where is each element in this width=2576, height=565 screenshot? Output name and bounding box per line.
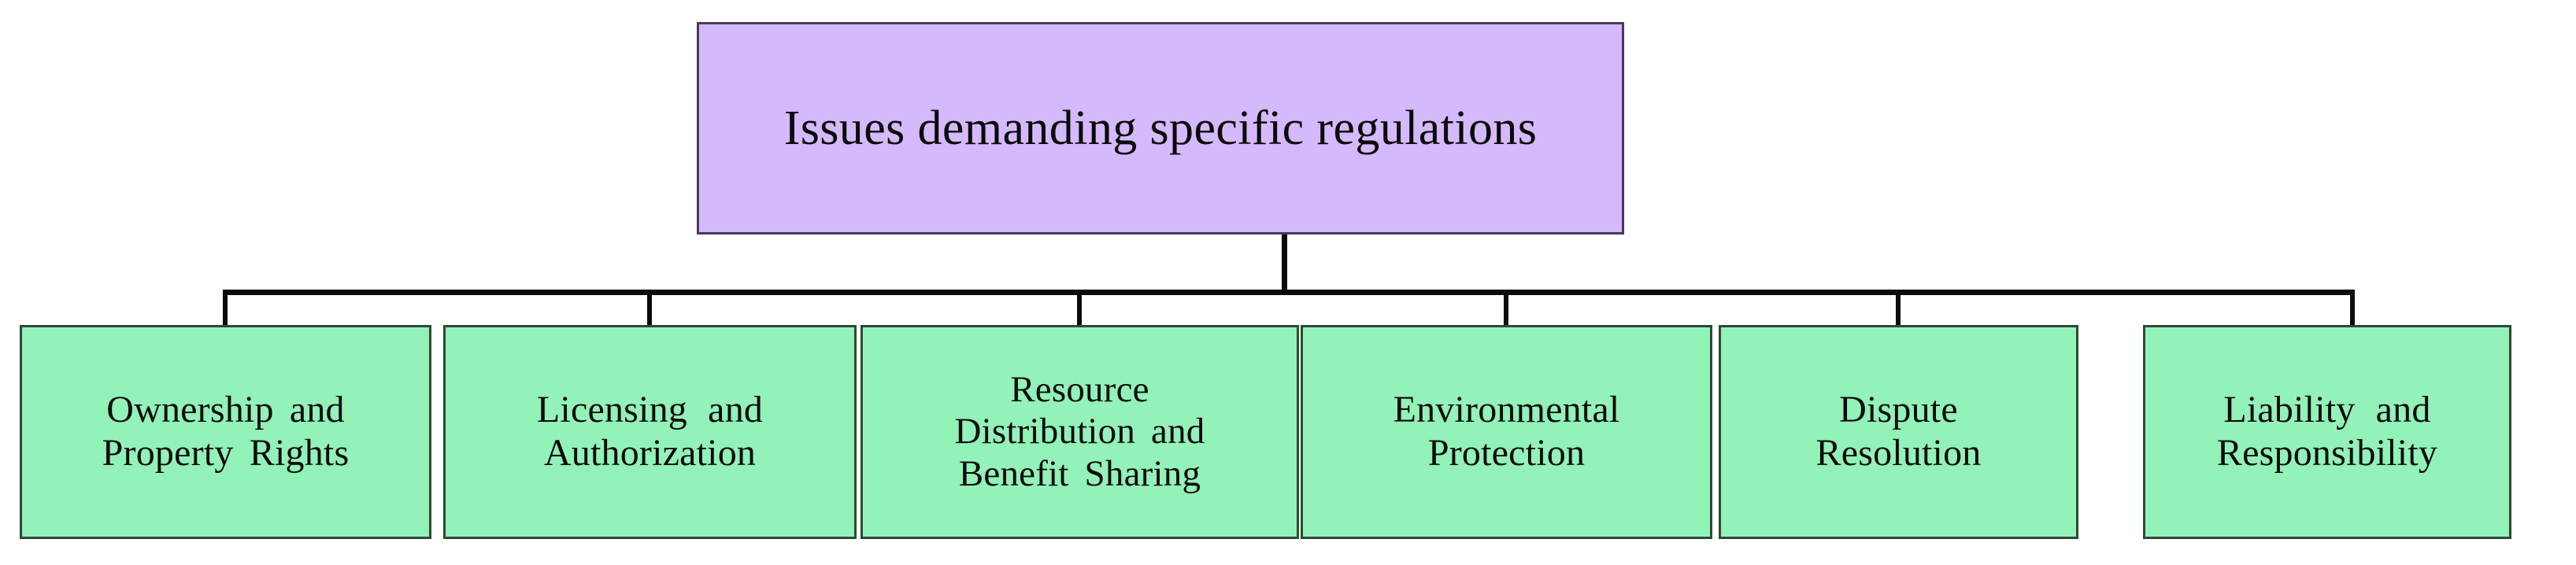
leaf-node-label: Liability and Responsibility [2216, 389, 2438, 474]
leaf-node-environmental-protection: Environmental Protection [1301, 325, 1712, 539]
leaf-node-liability-and-responsibility: Liability and Responsibility [2143, 325, 2511, 539]
leaf-node-label: Resource Distribution and Benefit Sharin… [954, 368, 1205, 494]
leaf-node-label: Dispute Resolution [1815, 389, 1982, 474]
leaf-node-resource-distribution-and-benefit-sharing: Resource Distribution and Benefit Sharin… [861, 325, 1299, 539]
connector-drop-resource-distribution-and-benefit-sharing [1077, 290, 1082, 327]
root-node-label: Issues demanding specific regulations [783, 101, 1538, 155]
connector-horizontal-bus [223, 290, 2355, 295]
connector-drop-environmental-protection [1504, 290, 1508, 327]
connector-drop-liability-and-responsibility [2350, 290, 2355, 327]
leaf-node-label: Licensing and Authorization [536, 389, 764, 474]
leaf-node-licensing-and-authorization: Licensing and Authorization [443, 325, 857, 539]
root-node-issues-demanding-specific-regulations: Issues demanding specific regulations [697, 22, 1624, 234]
connector-drop-licensing-and-authorization [647, 290, 652, 327]
connector-root-stem [1282, 234, 1287, 294]
connector-drop-ownership-and-property-rights [223, 290, 228, 327]
leaf-node-label: Environmental Protection [1393, 389, 1620, 474]
leaf-node-dispute-resolution: Dispute Resolution [1719, 325, 2078, 539]
leaf-node-ownership-and-property-rights: Ownership and Property Rights [20, 325, 431, 539]
leaf-node-label: Ownership and Property Rights [102, 389, 350, 474]
connector-drop-dispute-resolution [1896, 290, 1901, 327]
